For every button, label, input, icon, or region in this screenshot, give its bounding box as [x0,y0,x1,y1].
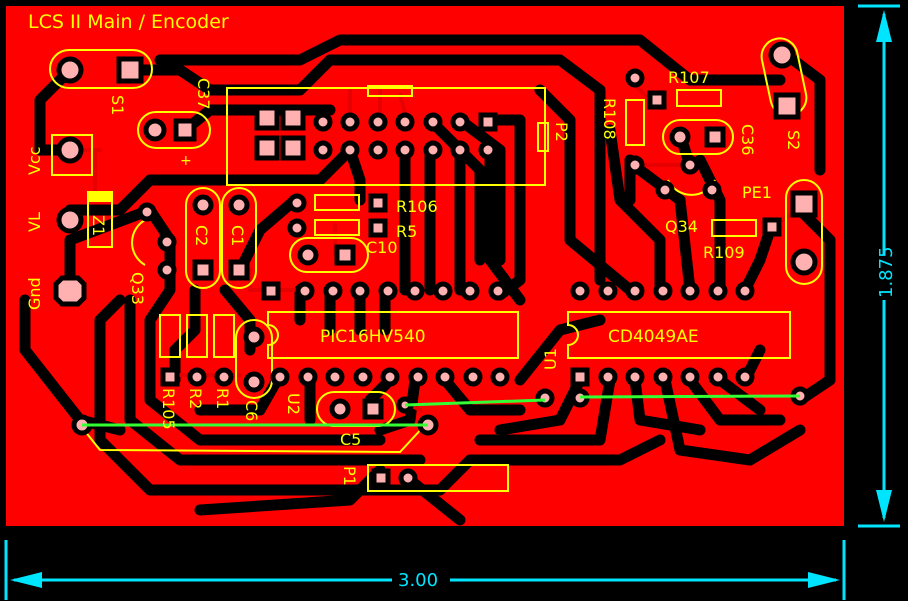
board-height-label: 1.875 [876,246,897,298]
label-r1: R1 [213,388,232,409]
label-gnd: Gnd [25,277,44,310]
board-title: LCS II Main / Encoder [28,11,229,33]
label-c5: C5 [340,430,361,449]
label-c1: C1 [228,225,247,246]
label-plus: + [180,153,192,169]
silkscreen-outlines [49,37,823,492]
label-r108: R108 [600,98,619,140]
label-cd-chip: CD4049AE [608,327,699,347]
label-pic-chip: PIC16HV540 [320,327,426,347]
label-c36: C36 [738,124,757,156]
label-r2: R2 [186,388,205,409]
label-r106: R106 [396,197,438,216]
label-c10: C10 [366,238,398,257]
label-c37: C37 [194,78,213,110]
label-vcc: Vcc [25,146,44,175]
label-p2: P2 [552,122,571,142]
board-width-label: 3.00 [398,570,438,591]
label-pe1: PE1 [742,183,772,202]
label-p1: P1 [340,466,359,486]
dimension-markers [4,4,900,600]
label-q33: Q33 [128,272,147,305]
label-c2: C2 [192,225,211,246]
label-r109: R109 [703,243,745,262]
label-c6: C6 [242,400,261,421]
label-z1: Z1 [89,215,108,236]
label-r107: R107 [668,68,710,87]
label-q34: Q34 [665,217,698,236]
label-r5: R5 [396,222,417,241]
silkscreen-labels: S1 C37 + Vcc VL Gnd Z1 Q33 C2 C1 R106 R5… [25,68,803,486]
jumper-wires [82,394,801,427]
label-r105: R105 [159,388,178,430]
label-s2: S2 [784,130,803,150]
label-vl: VL [25,212,44,232]
label-s1: S1 [108,95,127,115]
label-u2: U2 [284,393,303,415]
label-u1: U1 [541,348,560,370]
component-pads[interactable] [53,41,818,488]
